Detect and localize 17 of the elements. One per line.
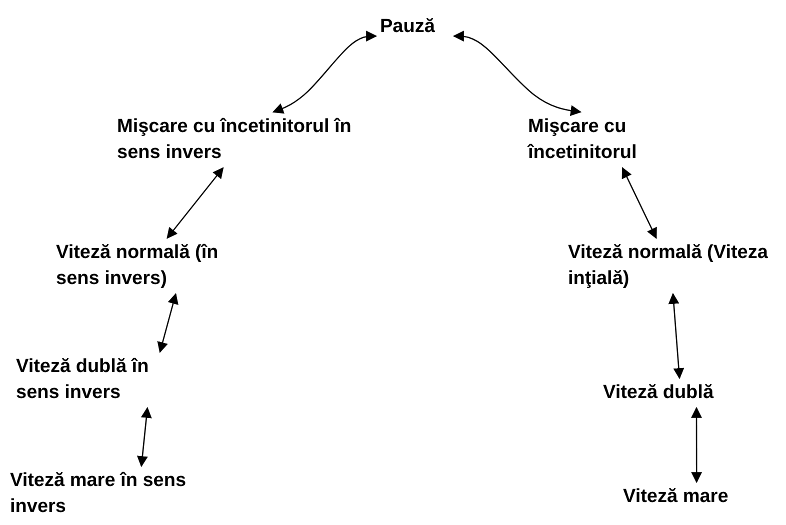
double-arrow	[272, 30, 378, 114]
node-label: Viteză dublă în sens invers	[16, 355, 150, 405]
node-label: Viteză mare în sens invers	[10, 469, 188, 519]
double-arrow	[452, 30, 582, 116]
node-label: Viteză normală (în sens invers)	[56, 241, 220, 291]
node-label: Viteză mare	[623, 485, 730, 509]
double-arrow	[136, 406, 152, 468]
node-label: Pauză	[380, 15, 436, 39]
double-arrow	[622, 167, 657, 239]
double-arrow	[157, 292, 178, 354]
node-label: Mişcare cu încetinitorul în sens invers	[117, 115, 352, 165]
node-label: Viteză normală (Viteza inţială)	[568, 241, 769, 291]
node-label: Viteză dublă	[603, 381, 715, 405]
node-label: Mişcare cu încetinitorul	[528, 115, 638, 165]
double-arrow	[668, 292, 684, 380]
double-arrow	[691, 406, 702, 484]
double-arrow	[166, 167, 224, 239]
